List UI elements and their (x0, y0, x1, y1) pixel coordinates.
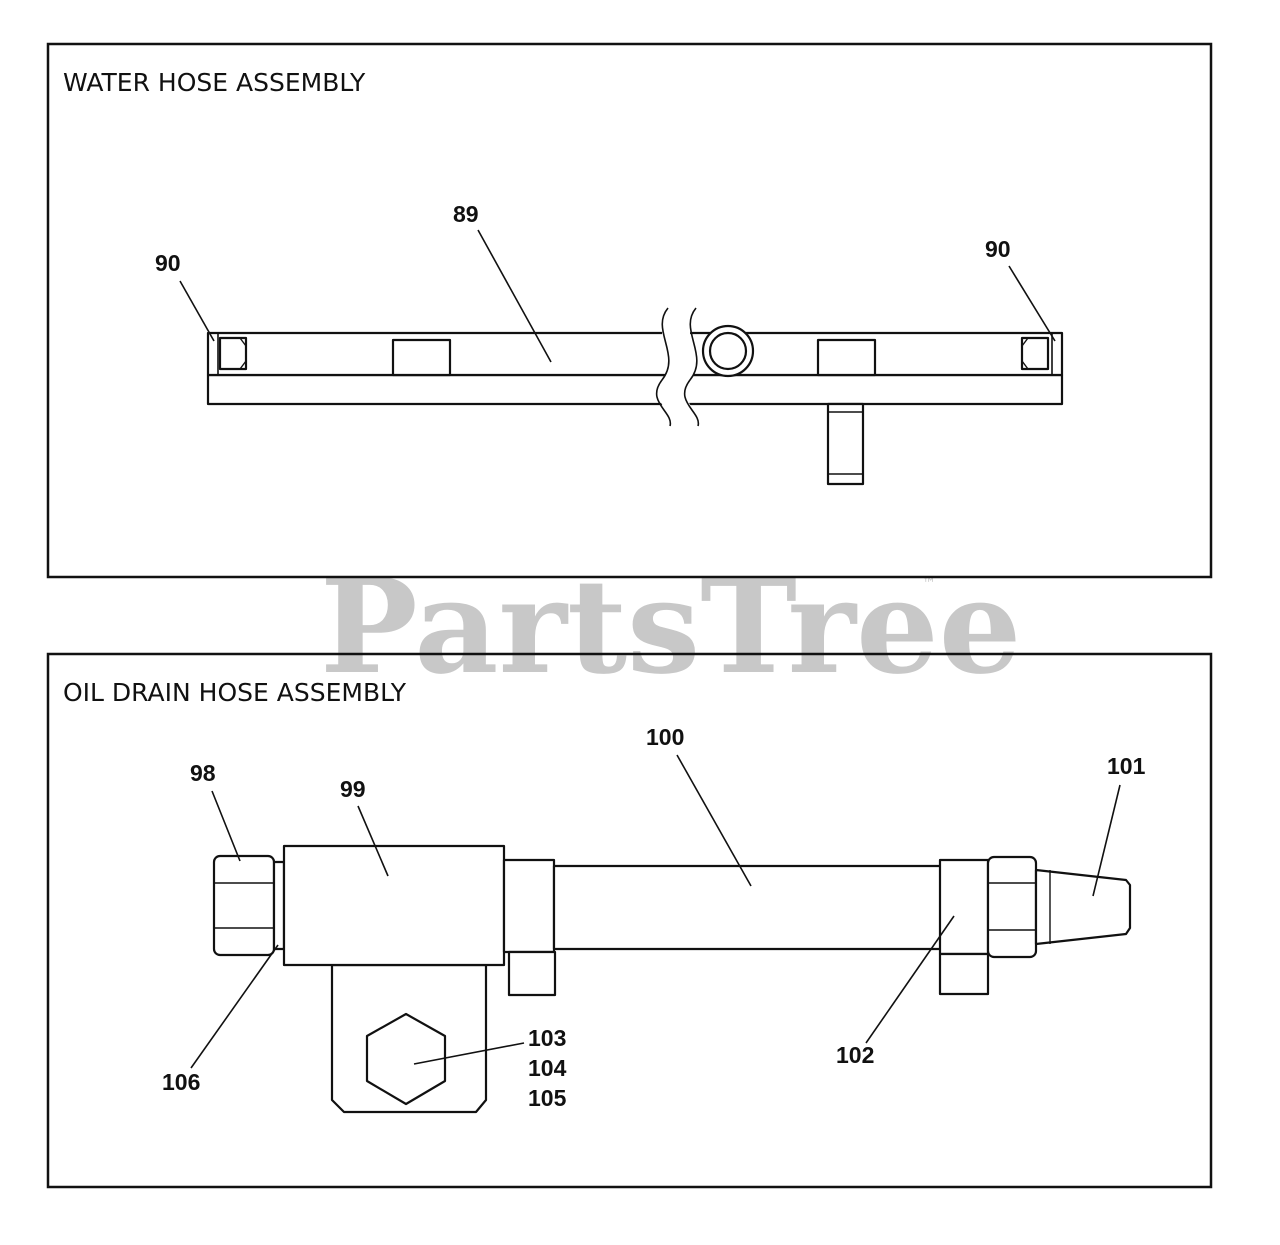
hose-body (206, 331, 1064, 377)
callout-103: 103 (528, 1025, 566, 1051)
callout-104: 104 (528, 1055, 567, 1081)
hose-right-end-fitting (1020, 336, 1050, 371)
callout-105: 105 (528, 1085, 567, 1111)
water-hose-part-89 (206, 307, 1064, 486)
hose-base-strip (206, 373, 1064, 406)
hose-clip-left (391, 338, 452, 377)
watermark-text: PartsTree (320, 550, 1021, 703)
callout-98: 98 (190, 760, 216, 786)
callout-90-left: 90 (155, 250, 181, 276)
clamp-102 (938, 858, 990, 956)
callout-101: 101 (1107, 753, 1146, 779)
hex-bolt (365, 1012, 447, 1106)
watermark: PartsTree ™ (320, 550, 1021, 703)
hose-100 (552, 864, 944, 951)
water-hose-panel-frame (46, 42, 1213, 579)
hose-clip-right (816, 338, 877, 377)
water-hose-panel-title: WATER HOSE ASSEMBLY (63, 68, 366, 97)
valve-body-99 (282, 844, 506, 967)
hose-left-end-fitting (218, 336, 248, 371)
callout-90-right: 90 (985, 236, 1011, 262)
nut-98 (212, 854, 276, 957)
water-hose-panel: WATER HOSE ASSEMBLY (46, 42, 1213, 579)
oil-drain-panel-title: OIL DRAIN HOSE ASSEMBLY (63, 678, 407, 707)
callout-89: 89 (453, 201, 479, 227)
hex-fitting (986, 855, 1038, 959)
collar (502, 858, 556, 954)
callout-100: 100 (646, 724, 684, 750)
hose-stub-nipple (826, 402, 865, 486)
callout-99: 99 (340, 776, 366, 802)
washer-106 (272, 860, 286, 951)
callout-106: 106 (162, 1069, 200, 1095)
callout-102: 102 (836, 1042, 874, 1068)
oil-drain-panel-frame (46, 652, 1213, 1189)
oil-drain-assembly (212, 844, 1132, 1114)
watermark-trademark: ™ (922, 576, 936, 592)
oil-drain-hose-panel: OIL DRAIN HOSE ASSEMBLY (46, 652, 1213, 1189)
nozzle-101 (1034, 868, 1132, 946)
